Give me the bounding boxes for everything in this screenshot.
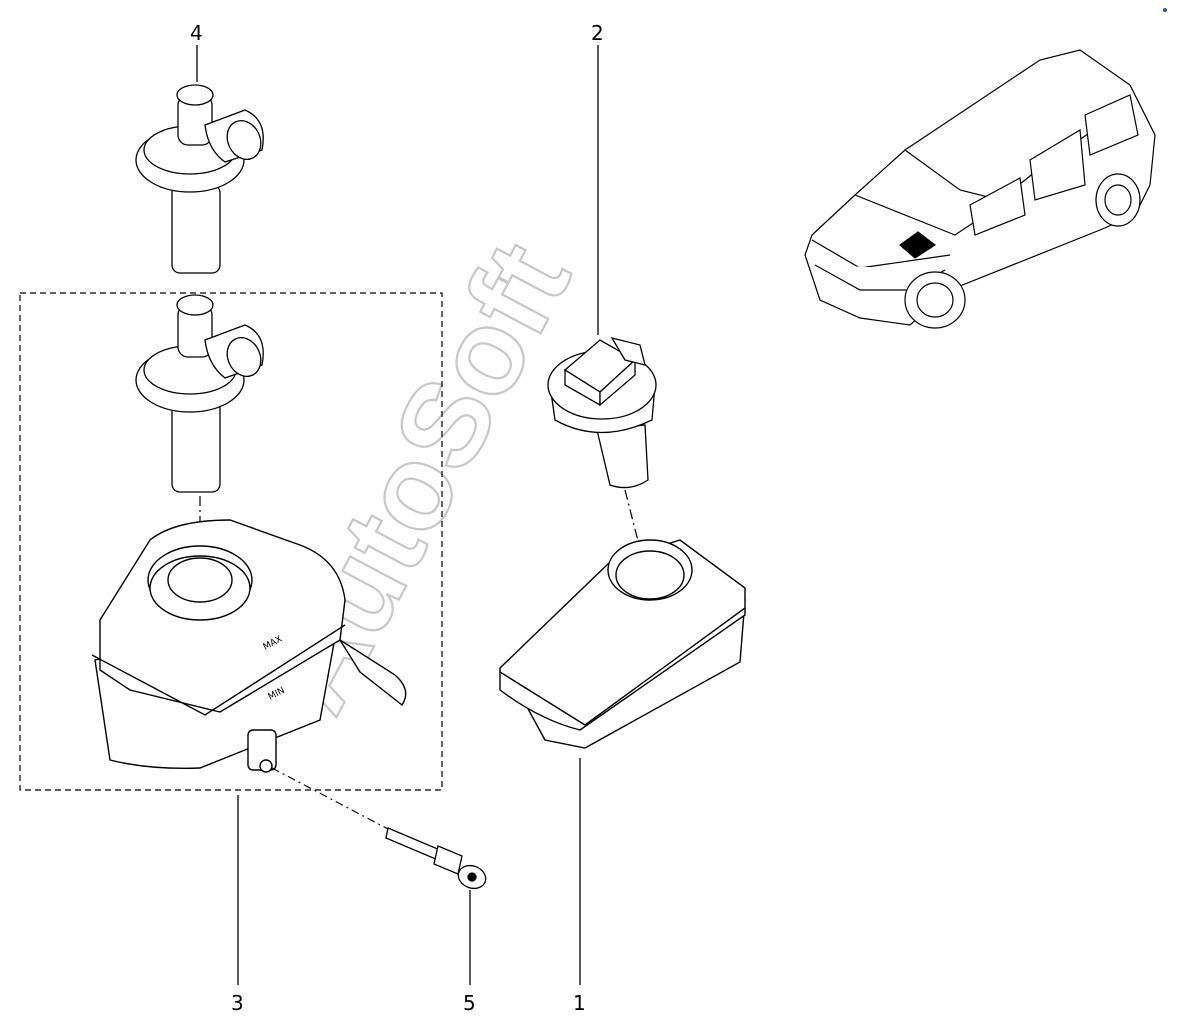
callout-2-label: 2 xyxy=(591,21,604,45)
callout-5-label: 5 xyxy=(463,991,476,1015)
corner-mark xyxy=(1163,8,1167,12)
callout-5: 5 xyxy=(463,890,476,1015)
alignment-line-bolt xyxy=(271,767,391,831)
level-sensor-in-assembly xyxy=(135,294,264,493)
level-sensor-part-4 xyxy=(135,84,264,274)
cap-with-sensor-part-2 xyxy=(547,336,657,489)
alignment-line-right xyxy=(624,489,649,581)
bolt-part-5 xyxy=(385,827,487,890)
callout-4: 4 xyxy=(190,21,203,82)
callout-2: 2 xyxy=(591,21,604,335)
callout-3: 3 xyxy=(231,795,244,1015)
callout-1-label: 1 xyxy=(573,991,586,1015)
vehicle-location-illustration xyxy=(804,49,1156,329)
callout-4-label: 4 xyxy=(190,21,203,45)
callout-1: 1 xyxy=(573,758,586,1015)
callout-3-label: 3 xyxy=(231,991,244,1015)
assembly-3-dashed-box xyxy=(19,292,443,791)
reservoir-part-1 xyxy=(499,539,746,749)
reservoir-assembly-part-3: MAX MIN xyxy=(91,519,407,773)
